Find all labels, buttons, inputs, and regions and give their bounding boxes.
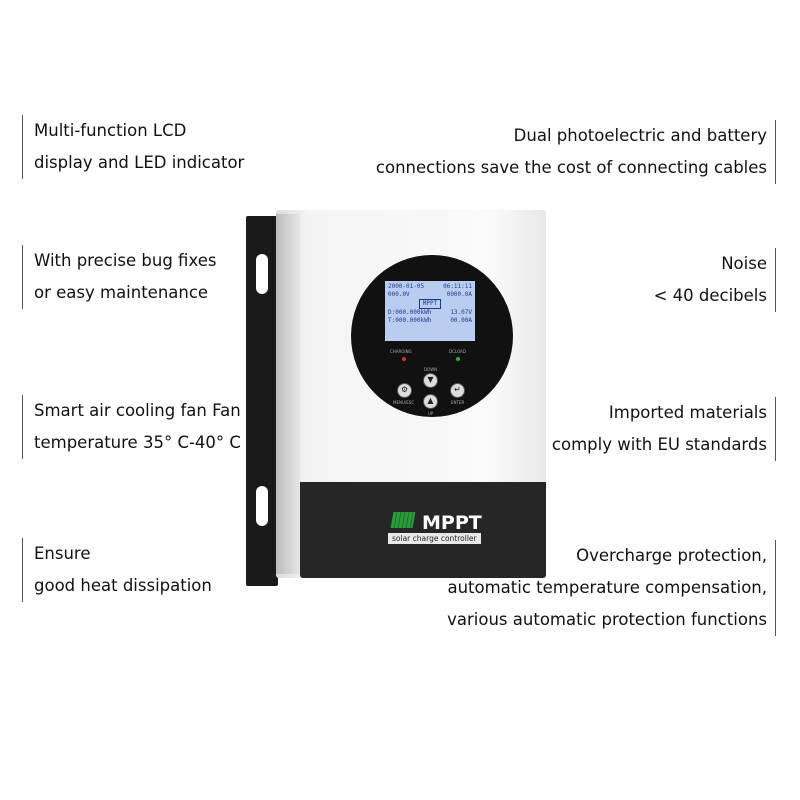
brand-subtitle: solar charge controller	[388, 533, 481, 544]
down-label: DOWN	[424, 367, 438, 372]
up-label: UP	[428, 411, 434, 416]
device-side	[276, 214, 300, 574]
dcload-led	[456, 357, 460, 361]
charging-led	[402, 357, 406, 361]
enter-label: ENTER	[451, 400, 465, 405]
solar-panel-icon	[390, 512, 416, 528]
menu-label: MENU/ESC	[393, 400, 415, 405]
down-button[interactable]: ▼	[423, 373, 438, 388]
device-bottom-panel	[300, 482, 546, 578]
up-button[interactable]: ▲	[423, 394, 438, 409]
dcload-label: DCLOAD	[449, 349, 466, 354]
enter-button[interactable]: ↵	[450, 383, 465, 398]
charging-label: CHARGING	[390, 349, 412, 354]
feature-noise: Noise< 40 decibels	[654, 248, 776, 312]
mounting-bracket	[246, 216, 278, 586]
feature-protection: Overcharge protection,automatic temperat…	[447, 540, 776, 636]
menu-button[interactable]: ⚙	[397, 383, 412, 398]
